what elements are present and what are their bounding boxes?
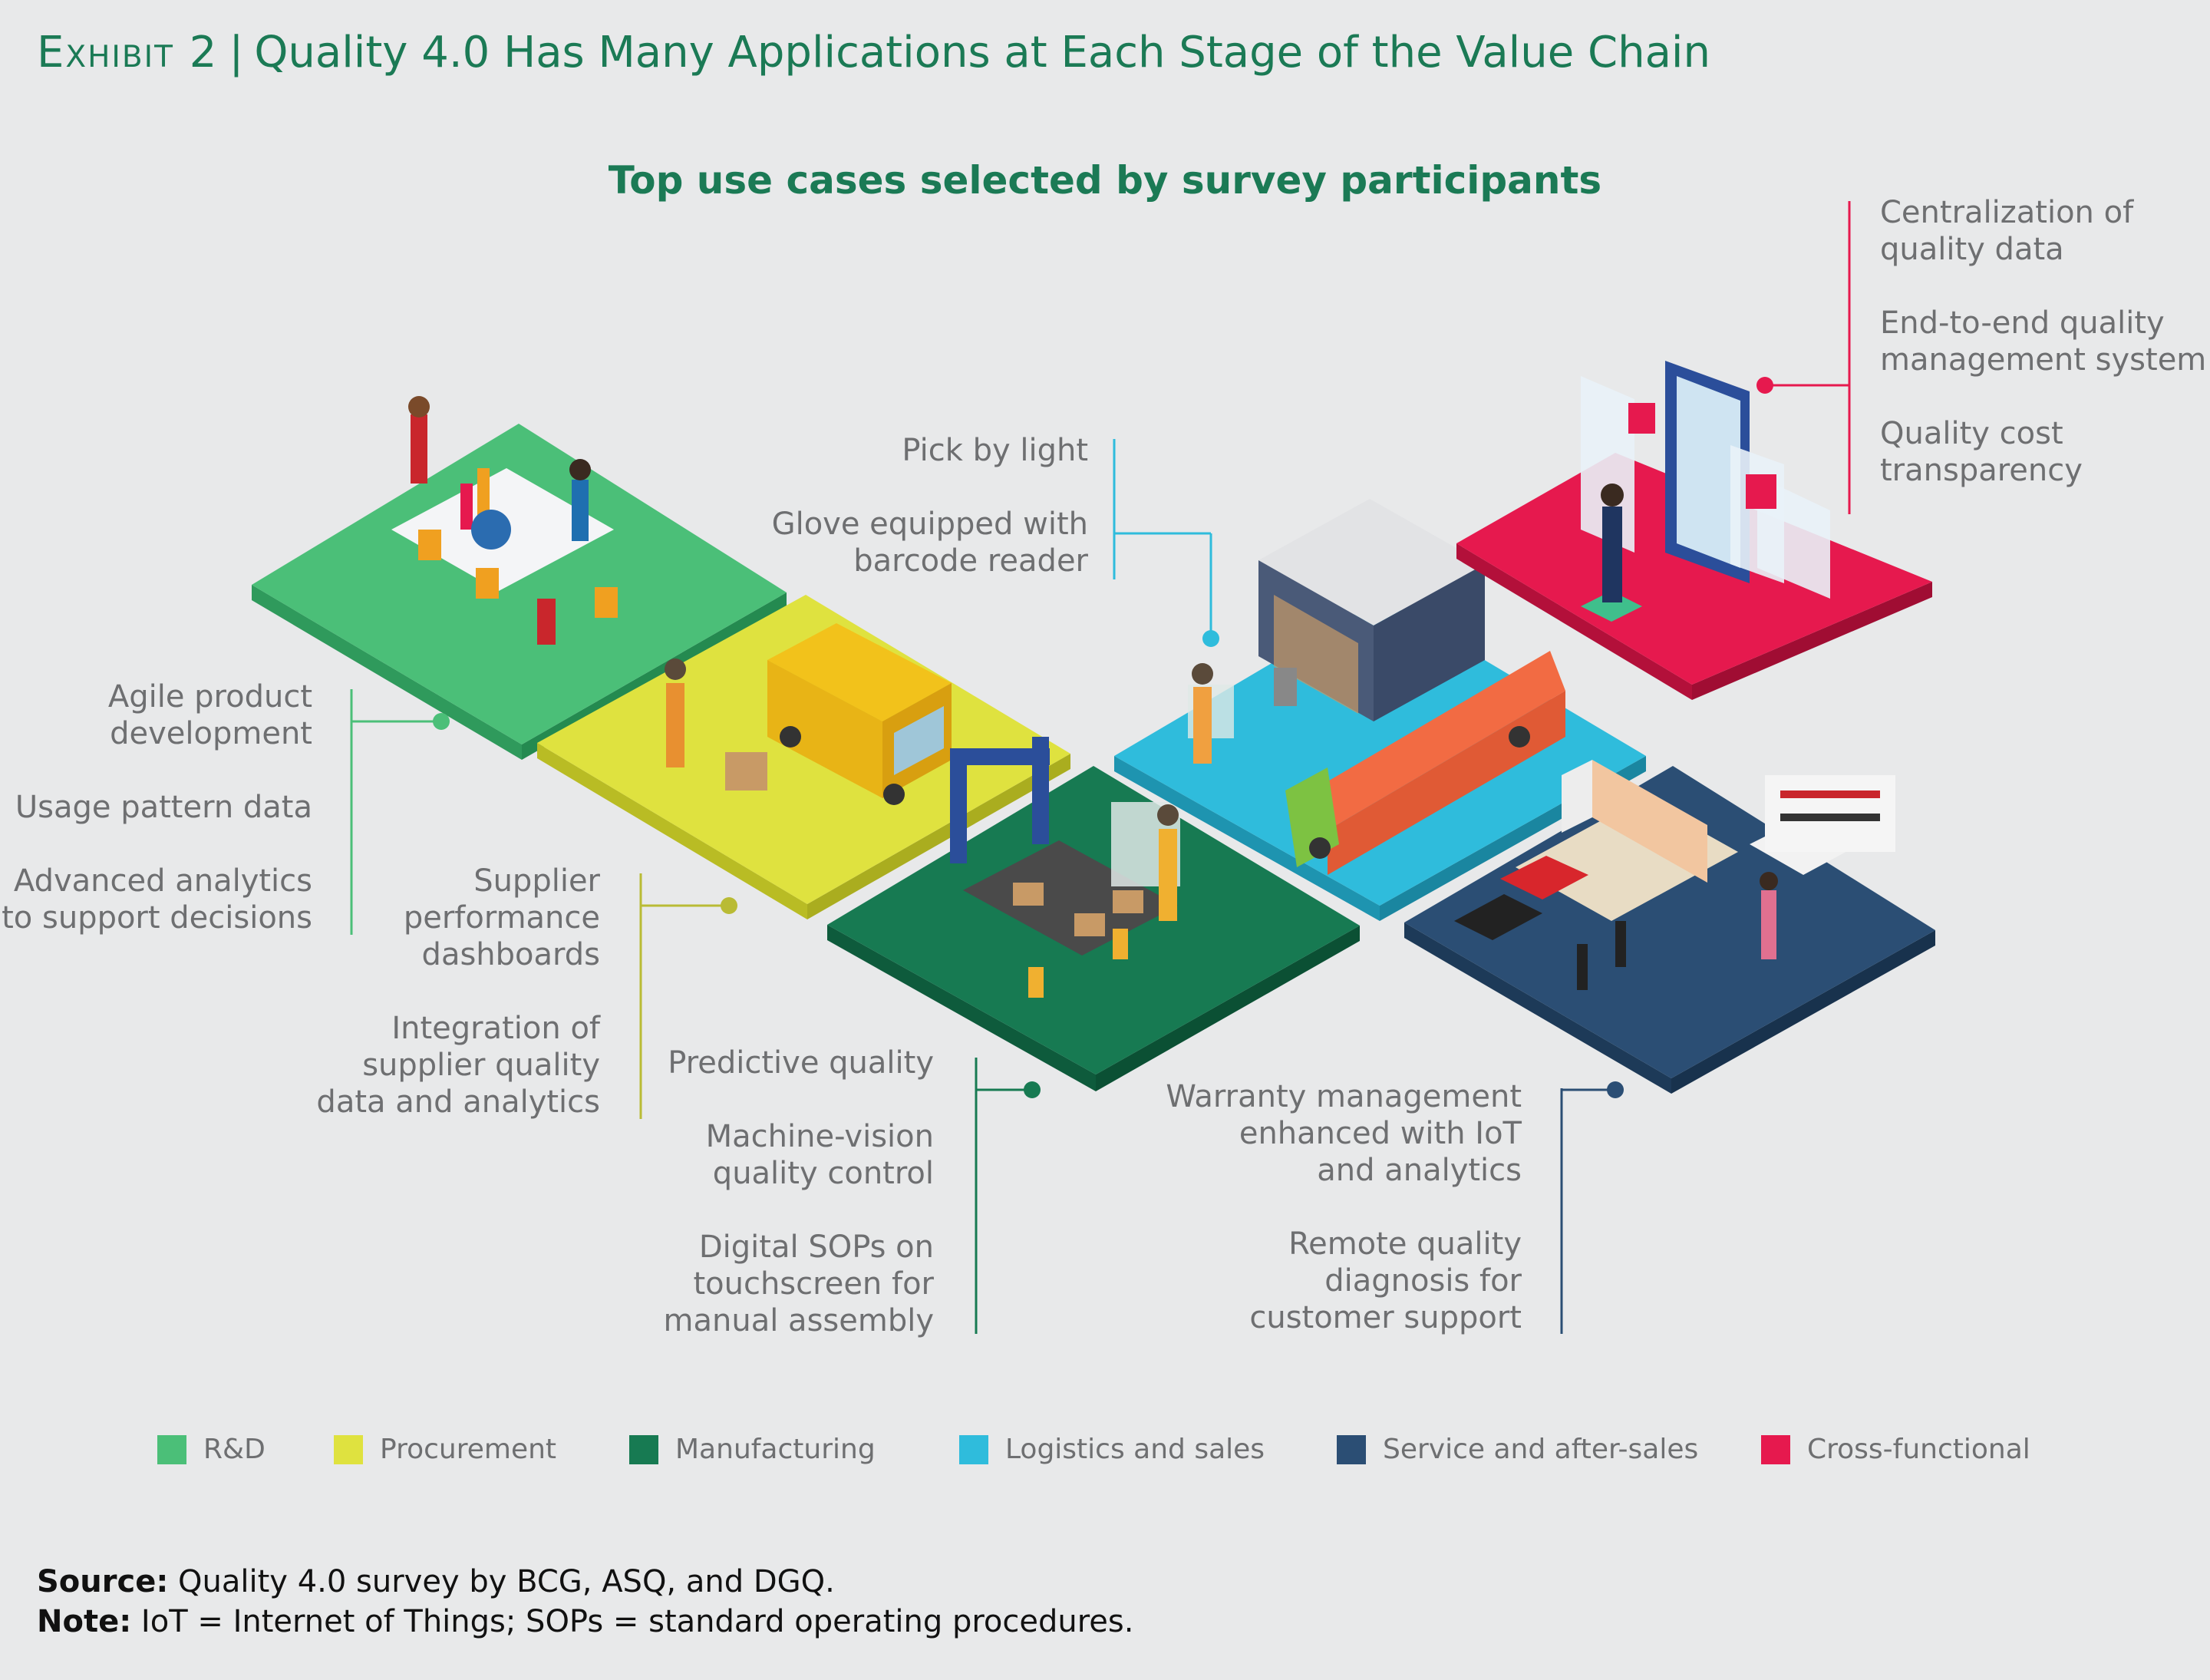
title-separator: | — [229, 28, 244, 78]
source-note: Source: Quality 4.0 survey by BCG, ASQ, … — [37, 1564, 835, 1599]
connector-cross-functional — [1756, 201, 1851, 514]
source-text: Quality 4.0 survey by BCG, ASQ, and DGQ. — [178, 1564, 835, 1599]
manufacturing-illustration — [950, 737, 1180, 998]
note-text: IoT = Internet of Things; SOPs = standar… — [140, 1604, 1134, 1639]
connector-procurement — [639, 873, 737, 1119]
rnd-use-cases: Agile product development Usage pattern … — [2, 679, 312, 936]
legend-swatch — [157, 1434, 186, 1464]
manufacturing-use-cases: Predictive quality Machine-vision qualit… — [663, 1045, 934, 1338]
service-tile — [1404, 760, 1935, 1094]
legend-label: Service and after-sales — [1383, 1434, 1699, 1465]
note-label: Note: — [37, 1604, 132, 1639]
legend-label: Procurement — [380, 1434, 557, 1465]
logistics-tile — [1114, 499, 1646, 921]
legend-swatch — [959, 1434, 988, 1464]
legend-label: Logistics and sales — [1005, 1434, 1265, 1465]
procurement-tile — [537, 595, 1070, 919]
legend-item-logistics: Logistics and sales — [959, 1434, 1265, 1465]
logistics-use-cases: Pick by light Glove equipped with barcod… — [771, 433, 1088, 579]
legend-swatch — [334, 1434, 363, 1464]
abbreviation-note: Note: IoT = Internet of Things; SOPs = s… — [37, 1604, 1133, 1639]
legend-label: Cross-functional — [1807, 1434, 2030, 1465]
exhibit-title: Exhibit 2|Quality 4.0 Has Many Applicati… — [37, 28, 1710, 78]
legend-label: Manufacturing — [675, 1434, 876, 1465]
legend-swatch — [629, 1434, 658, 1464]
legend-swatch — [1337, 1434, 1366, 1464]
diagram-subtitle: Top use cases selected by survey partici… — [608, 158, 1602, 203]
cross-functional-tile — [1456, 361, 1932, 700]
cross-functional-use-cases: Centralization of quality data End-to-en… — [1880, 195, 2207, 488]
procurement-use-cases: Supplier performance dashboards Integrat… — [316, 863, 600, 1120]
connector-service — [1560, 1081, 1624, 1334]
exhibit-heading: Quality 4.0 Has Many Applications at Eac… — [254, 28, 1710, 78]
cross-functional-illustration — [1581, 361, 1830, 622]
source-label: Source: — [37, 1564, 169, 1599]
manufacturing-tile — [827, 737, 1360, 1091]
service-use-cases: Warranty management enhanced with IoT an… — [1166, 1079, 1522, 1335]
procurement-illustration — [665, 623, 952, 805]
legend-item-procurement: Procurement — [334, 1434, 556, 1465]
rnd-illustration — [391, 396, 618, 645]
connector-logistics — [1113, 439, 1219, 647]
connector-manufacturing — [975, 1058, 1041, 1334]
service-illustration — [1454, 760, 1895, 990]
legend-swatch — [1761, 1434, 1790, 1464]
legend-label: R&D — [203, 1434, 266, 1465]
legend: R&D Procurement Manufacturing Logistics … — [0, 1434, 2210, 1480]
legend-item-cross-functional: Cross-functional — [1761, 1434, 2030, 1465]
legend-item-manufacturing: Manufacturing — [629, 1434, 876, 1465]
legend-item-service: Service and after-sales — [1337, 1434, 1698, 1465]
legend-item-rnd: R&D — [157, 1434, 266, 1465]
logistics-illustration — [1188, 499, 1565, 875]
connector-rnd — [350, 689, 450, 935]
exhibit-number: Exhibit 2 — [37, 28, 219, 78]
